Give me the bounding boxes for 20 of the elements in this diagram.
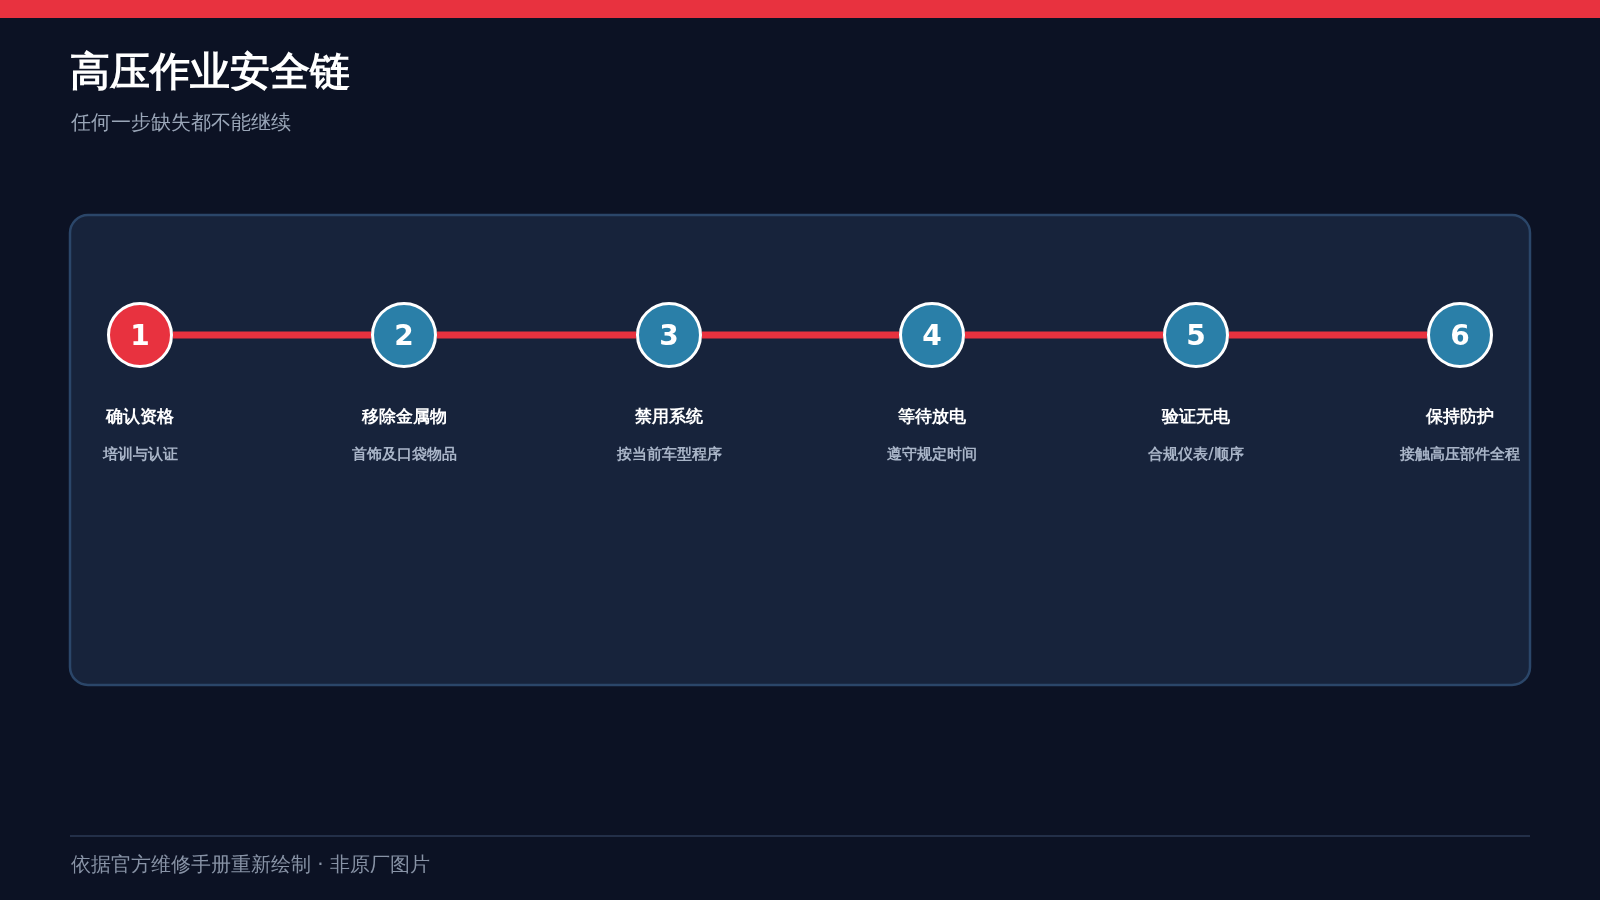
step-title: 移除金属物 [360, 405, 448, 428]
step-description: 首饰及口袋物品 [350, 445, 458, 464]
footer-note: 依据官方维修手册重新绘制 · 非原厂图片 [71, 851, 431, 878]
connector-line [173, 331, 371, 339]
step-title: 等待放电 [897, 405, 967, 428]
subtitle: 任何一步缺失都不能继续 [71, 109, 291, 136]
step-title: 验证无电 [1160, 405, 1231, 428]
step-description: 接触高压部件全程 [1399, 445, 1521, 464]
title: 高压作业安全链 [70, 47, 350, 96]
step-title: 保持防护 [1425, 405, 1495, 428]
step-title: 确认资格 [104, 405, 175, 428]
connector-line [437, 331, 636, 339]
step-description: 培训与认证 [101, 445, 179, 464]
step-title: 禁用系统 [634, 405, 704, 428]
connector-line [965, 331, 1163, 339]
connector-line [702, 331, 899, 339]
step-description: 按当前车型程序 [615, 445, 723, 464]
connector-line [1229, 331, 1427, 339]
step-description: 合规仪表/顺序 [1147, 445, 1245, 464]
step-description: 遵守规定时间 [886, 445, 978, 464]
